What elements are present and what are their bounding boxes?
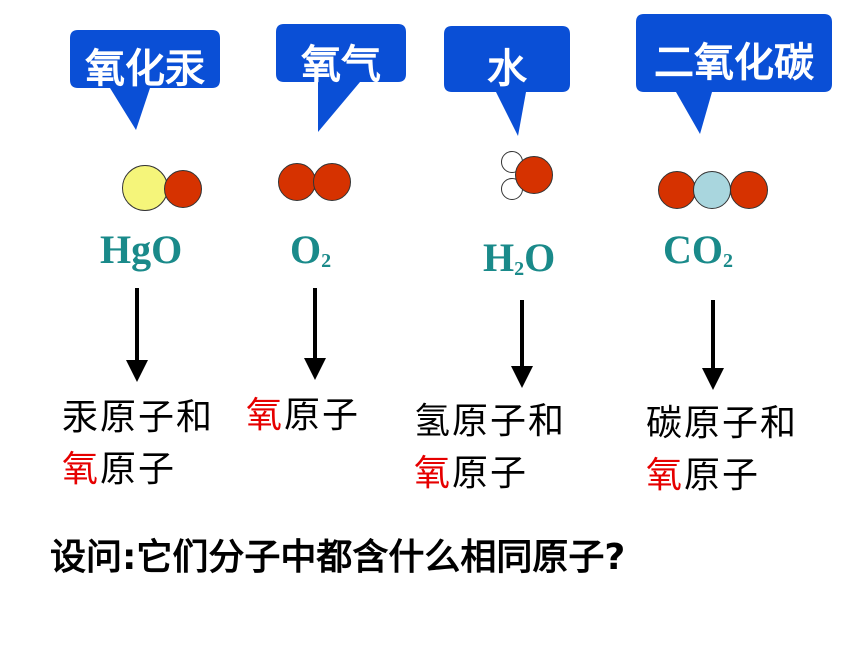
- oxygen-atom: [164, 170, 202, 208]
- highlight-oxygen: 氧: [414, 453, 453, 494]
- atoms-description-h2o: 氢原子和 氧原子: [414, 396, 566, 500]
- mercury-atom: [122, 165, 168, 211]
- callout-bubble-o2: [276, 24, 406, 132]
- oxygen-atom: [515, 156, 553, 194]
- atoms-line: 汞原子和: [62, 397, 215, 438]
- highlight-oxygen: 氧: [246, 395, 285, 436]
- callout-bubble-h2o: [444, 26, 570, 136]
- callout-label-co2: 二氧化碳: [654, 40, 814, 86]
- down-arrow-icon: [126, 288, 148, 382]
- atoms-line: 氧原子: [62, 449, 177, 490]
- oxygen-atom: [730, 171, 768, 209]
- atoms-description-co2: 碳原子和 氧原子: [646, 398, 798, 502]
- oxygen-atom: [278, 163, 316, 201]
- down-arrow-icon: [304, 288, 326, 380]
- formula-o2: O2: [290, 227, 332, 272]
- callout-bubble-hgo: [70, 30, 220, 130]
- question-text: 设问:它们分子中都含什么相同原子?: [50, 537, 626, 578]
- atoms-description-hgo: 汞原子和 氧原子: [62, 392, 214, 496]
- carbon-atom: [693, 171, 731, 209]
- callout-label-h2o: 水: [487, 46, 527, 92]
- atoms-description-o2: 氧原子: [246, 390, 360, 442]
- atoms-line: 氧原子: [414, 453, 529, 494]
- highlight-oxygen: 氧: [646, 455, 685, 496]
- atoms-line: 氢原子和: [414, 401, 567, 442]
- formula-hgo: HgO: [100, 227, 183, 272]
- oxygen-atom: [313, 163, 351, 201]
- callout-label-hgo: 氧化汞: [85, 46, 205, 92]
- atoms-line: 碳原子和: [646, 403, 799, 444]
- highlight-oxygen: 氧: [62, 449, 101, 490]
- callout-bubble-co2: [636, 14, 832, 134]
- callout-label-o2: 氧气: [301, 42, 381, 88]
- formula-h2o: H2O: [483, 235, 556, 280]
- formula-co2: CO2: [663, 227, 733, 272]
- down-arrow-icon: [511, 300, 533, 388]
- down-arrow-icon: [702, 300, 724, 390]
- atoms-line: 氧原子: [646, 455, 761, 496]
- atoms-line: 氧原子: [246, 395, 361, 436]
